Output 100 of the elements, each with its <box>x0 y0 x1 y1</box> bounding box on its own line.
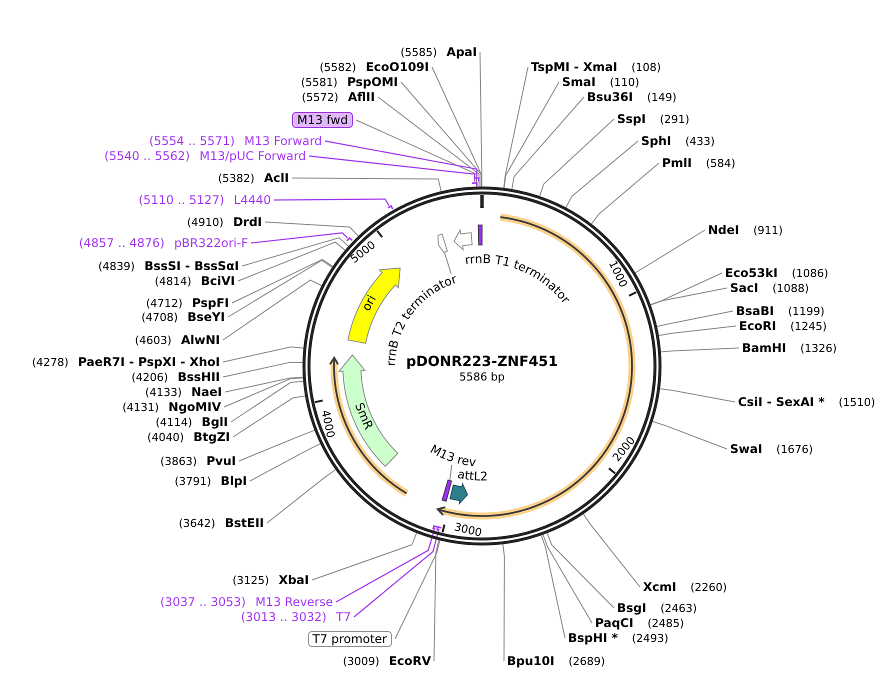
enzyme-name: PaeR7I - PspXI - XhoI <box>78 355 220 369</box>
enzyme-name: XbaI <box>278 573 309 587</box>
enzyme-name: BspHI * <box>568 631 618 645</box>
primer-position: (5540 .. 5562) <box>104 149 190 163</box>
leader-line <box>582 514 640 588</box>
cut-site-position: (108) <box>631 61 661 74</box>
enzyme-name: BamHI <box>742 341 786 355</box>
leader-line <box>242 237 349 266</box>
cut-site-position: (4839) <box>98 260 135 273</box>
cut-site-position: (5382) <box>218 172 255 185</box>
cut-site-position: (5572) <box>302 91 338 104</box>
cut-site-position: (1326) <box>800 342 837 355</box>
cut-site-position: (4131) <box>122 401 159 414</box>
primer-name: M13/pUC Forward <box>199 149 306 163</box>
enzyme-name: PspOMI <box>347 75 398 89</box>
leader-line <box>540 534 566 638</box>
leader-line <box>266 469 336 524</box>
cut-site-position: (291) <box>660 113 690 126</box>
cut-site-position: (3642) <box>178 517 216 530</box>
cut-site-position: (3863) <box>160 455 197 468</box>
feature-label: T7 promoter <box>308 631 392 647</box>
leader-line <box>222 279 322 340</box>
leader-line <box>250 443 321 482</box>
cut-site-position: (2493) <box>632 632 668 645</box>
cut-site-position: (4603) <box>134 334 172 347</box>
feature-label: M13 fwd <box>292 112 353 128</box>
enzyme-name: EcoRI <box>739 319 776 333</box>
leader-line <box>539 118 614 197</box>
cut-site-position: (1088) <box>772 282 809 295</box>
leader-line <box>238 242 346 282</box>
leader-line <box>434 540 440 662</box>
cut-site-position: (2689) <box>568 655 606 668</box>
primer-position: (5554 .. 5571) <box>149 134 235 148</box>
enzyme-name: SwaI <box>730 442 762 456</box>
cut-site-position: (1199) <box>788 305 825 318</box>
leader-line <box>224 376 304 392</box>
leader-line <box>238 430 315 462</box>
enzyme-name: BssSI - BssSαI <box>144 259 239 273</box>
primer-position: (4857 .. 4876) <box>78 236 165 250</box>
enzyme-name: BtgZI <box>193 430 230 444</box>
leader-line <box>250 232 348 244</box>
leader-line <box>308 155 476 182</box>
cut-site-position: (5585) <box>400 46 438 59</box>
leader-line <box>264 222 359 236</box>
cut-site-position: (2463) <box>660 602 697 615</box>
cut-site-position: (3125) <box>232 574 270 587</box>
cut-site-position: (5581) <box>300 76 338 89</box>
leader-line <box>394 540 440 640</box>
leader-line <box>660 388 736 402</box>
plasmid-size: 5586 bp <box>459 371 505 382</box>
leader-line <box>634 230 706 274</box>
leader-line <box>502 544 505 662</box>
scale-label: 4000 <box>320 409 336 440</box>
leader-line <box>228 260 333 318</box>
enzyme-name: BciVI <box>200 274 235 288</box>
enzyme-name: EcoO109I <box>366 60 429 74</box>
leader-line <box>222 362 304 378</box>
enzyme-name: AflII <box>348 90 375 104</box>
enzyme-name: DrdI <box>233 215 262 229</box>
leader-line <box>312 532 417 580</box>
cut-site-position: (1245) <box>790 320 827 333</box>
leader-line <box>660 348 740 352</box>
enzyme-name: CsiI - SexAI * <box>738 395 825 409</box>
enzyme-name: PvuI <box>206 454 236 468</box>
leader-line <box>324 140 478 177</box>
scale-label: 3000 <box>453 521 484 538</box>
enzyme-name: PaqCI <box>595 616 634 630</box>
cut-site-position: (4206) <box>132 371 168 384</box>
leader-line <box>274 198 390 206</box>
leader-line <box>511 96 584 190</box>
leader-line <box>232 395 306 438</box>
enzyme-name: Bsu36I <box>587 90 633 104</box>
leader-line <box>650 272 722 306</box>
cut-site-position: (110) <box>610 76 640 89</box>
leader-line <box>503 66 528 188</box>
plasmid-name: pDONR223-ZNF451 <box>406 354 558 368</box>
enzyme-name: AlwNI <box>181 333 220 347</box>
enzyme-name: NdeI <box>708 223 740 237</box>
scale-label: 1000 <box>607 258 630 289</box>
leader-line <box>656 310 734 328</box>
leader-line <box>378 96 480 188</box>
primer-position: (3013 .. 3032) <box>240 610 327 624</box>
enzyme-name: Bpu10I <box>507 654 554 668</box>
leader-line <box>504 82 560 188</box>
leader-line <box>652 420 728 450</box>
leader-line <box>292 178 442 192</box>
primer-name: pBR322ori-F <box>174 236 248 250</box>
leader-line <box>566 140 638 208</box>
enzyme-name: BsgI <box>617 601 646 615</box>
cut-site-position: (4708) <box>141 311 178 324</box>
feature-label: SmR <box>353 400 376 432</box>
primer-name: T7 <box>336 610 351 624</box>
primer-name: M13 Reverse <box>255 595 333 609</box>
primer-position: (5110 .. 5127) <box>138 193 224 207</box>
leader-line <box>658 326 736 336</box>
cut-site-position: (4040) <box>147 431 184 444</box>
enzyme-name: PspFI <box>192 296 229 310</box>
cut-site-position: (1086) <box>792 267 828 280</box>
enzyme-name: SphI <box>641 134 672 148</box>
leader-line <box>336 528 436 603</box>
